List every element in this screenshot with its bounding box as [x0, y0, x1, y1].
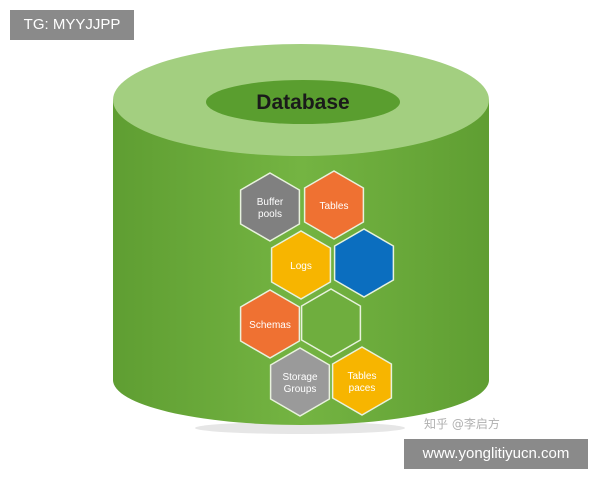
hexagon-tables: Tables — [303, 170, 365, 240]
bottom-tag: www.yonglitiyucn.com — [404, 439, 588, 469]
hexagon-shape — [270, 230, 332, 300]
hexagon-label: Logs — [290, 261, 312, 272]
hexagon-shape — [303, 170, 365, 240]
hexagon-shape — [333, 228, 395, 298]
hexagon-blue — [333, 228, 395, 298]
hexagon-shape — [300, 288, 362, 358]
hexagon-logs: Logs — [270, 230, 332, 300]
hexagon-label: paces — [349, 383, 376, 394]
hexagon-shape — [239, 289, 301, 359]
hexagon-label: Storage — [282, 372, 317, 383]
hexagon-label: Groups — [284, 384, 317, 395]
hexagon-label: Schemas — [249, 320, 291, 331]
database-title: Database — [256, 91, 349, 114]
hexagon-green — [300, 288, 362, 358]
hexagon-label: Tables — [320, 201, 349, 212]
cylinder-shadow — [195, 422, 405, 434]
hexagon-shape — [331, 346, 393, 416]
top-tag: TG: MYYJJPP — [10, 10, 134, 40]
database-label-ellipse — [206, 80, 400, 124]
hexagon-cluster: BufferpoolsTablesLogsSchemasStorageGroup… — [239, 170, 395, 417]
watermark: 知乎 @李启方 — [424, 416, 500, 431]
hexagon-shape — [239, 172, 301, 242]
hexagon-label: Tables — [348, 371, 377, 382]
hexagon-label: Buffer — [257, 197, 284, 208]
hexagon-shape — [269, 347, 331, 417]
hexagon-label: pools — [258, 209, 282, 220]
hexagon-schemas: Schemas — [239, 289, 301, 359]
